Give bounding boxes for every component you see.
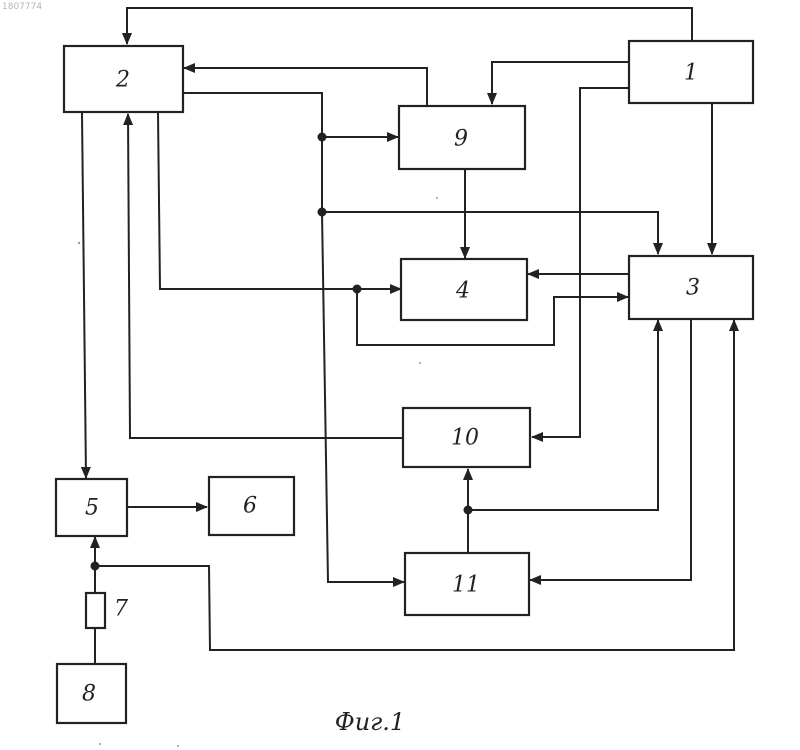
speck [99,743,101,745]
block-9: 9 [399,106,525,169]
wire-2-to-4 [158,113,401,289]
block-11: 11 [405,553,529,615]
block-11-label: 11 [452,573,480,598]
block-3-label: 3 [686,276,700,301]
block-5-label: 5 [85,496,99,521]
block-4-label: 4 [455,279,470,304]
figure-caption: Фиг.1 [335,708,405,736]
speck [177,745,179,747]
junction-dot [464,506,473,515]
block-10: 10 [403,408,530,467]
block-6: 6 [209,477,294,535]
block-2: 2 [64,46,183,112]
speck [78,242,80,244]
wire-1-to-9 [492,62,630,104]
block-6-label: 6 [243,494,257,519]
wire-1-to-10 [532,88,630,437]
wire-2-bus [184,93,322,137]
wire-2-to-5 [82,113,86,478]
wire-bus-to-11 [322,212,404,582]
block-5: 5 [56,479,127,536]
speck [419,362,421,364]
wire-3-to-11 [530,320,691,580]
element-7: 7 [86,593,128,628]
wire-1-to-2-top [127,8,692,44]
junction-dot [353,285,362,294]
speck [436,197,438,199]
block-8-label: 8 [82,682,96,707]
wire-10-to-2 [128,114,403,438]
block-3: 3 [629,256,753,319]
junction-dot [318,208,327,217]
block-10-label: 10 [451,426,479,451]
element-7-label: 7 [114,597,128,622]
junction-dot [91,562,100,571]
block-1: 1 [629,41,753,103]
block-2-label: 2 [115,68,130,93]
block-8: 8 [57,664,126,723]
block-9-label: 9 [454,127,468,152]
scan-specks [78,197,438,747]
junction-dot [318,133,327,142]
block-1-label: 1 [684,61,698,86]
element-7-frame [86,593,105,628]
block-4: 4 [401,259,527,320]
wire-9-to-2 [184,68,427,106]
document-stamp: 1807774 [2,2,42,12]
